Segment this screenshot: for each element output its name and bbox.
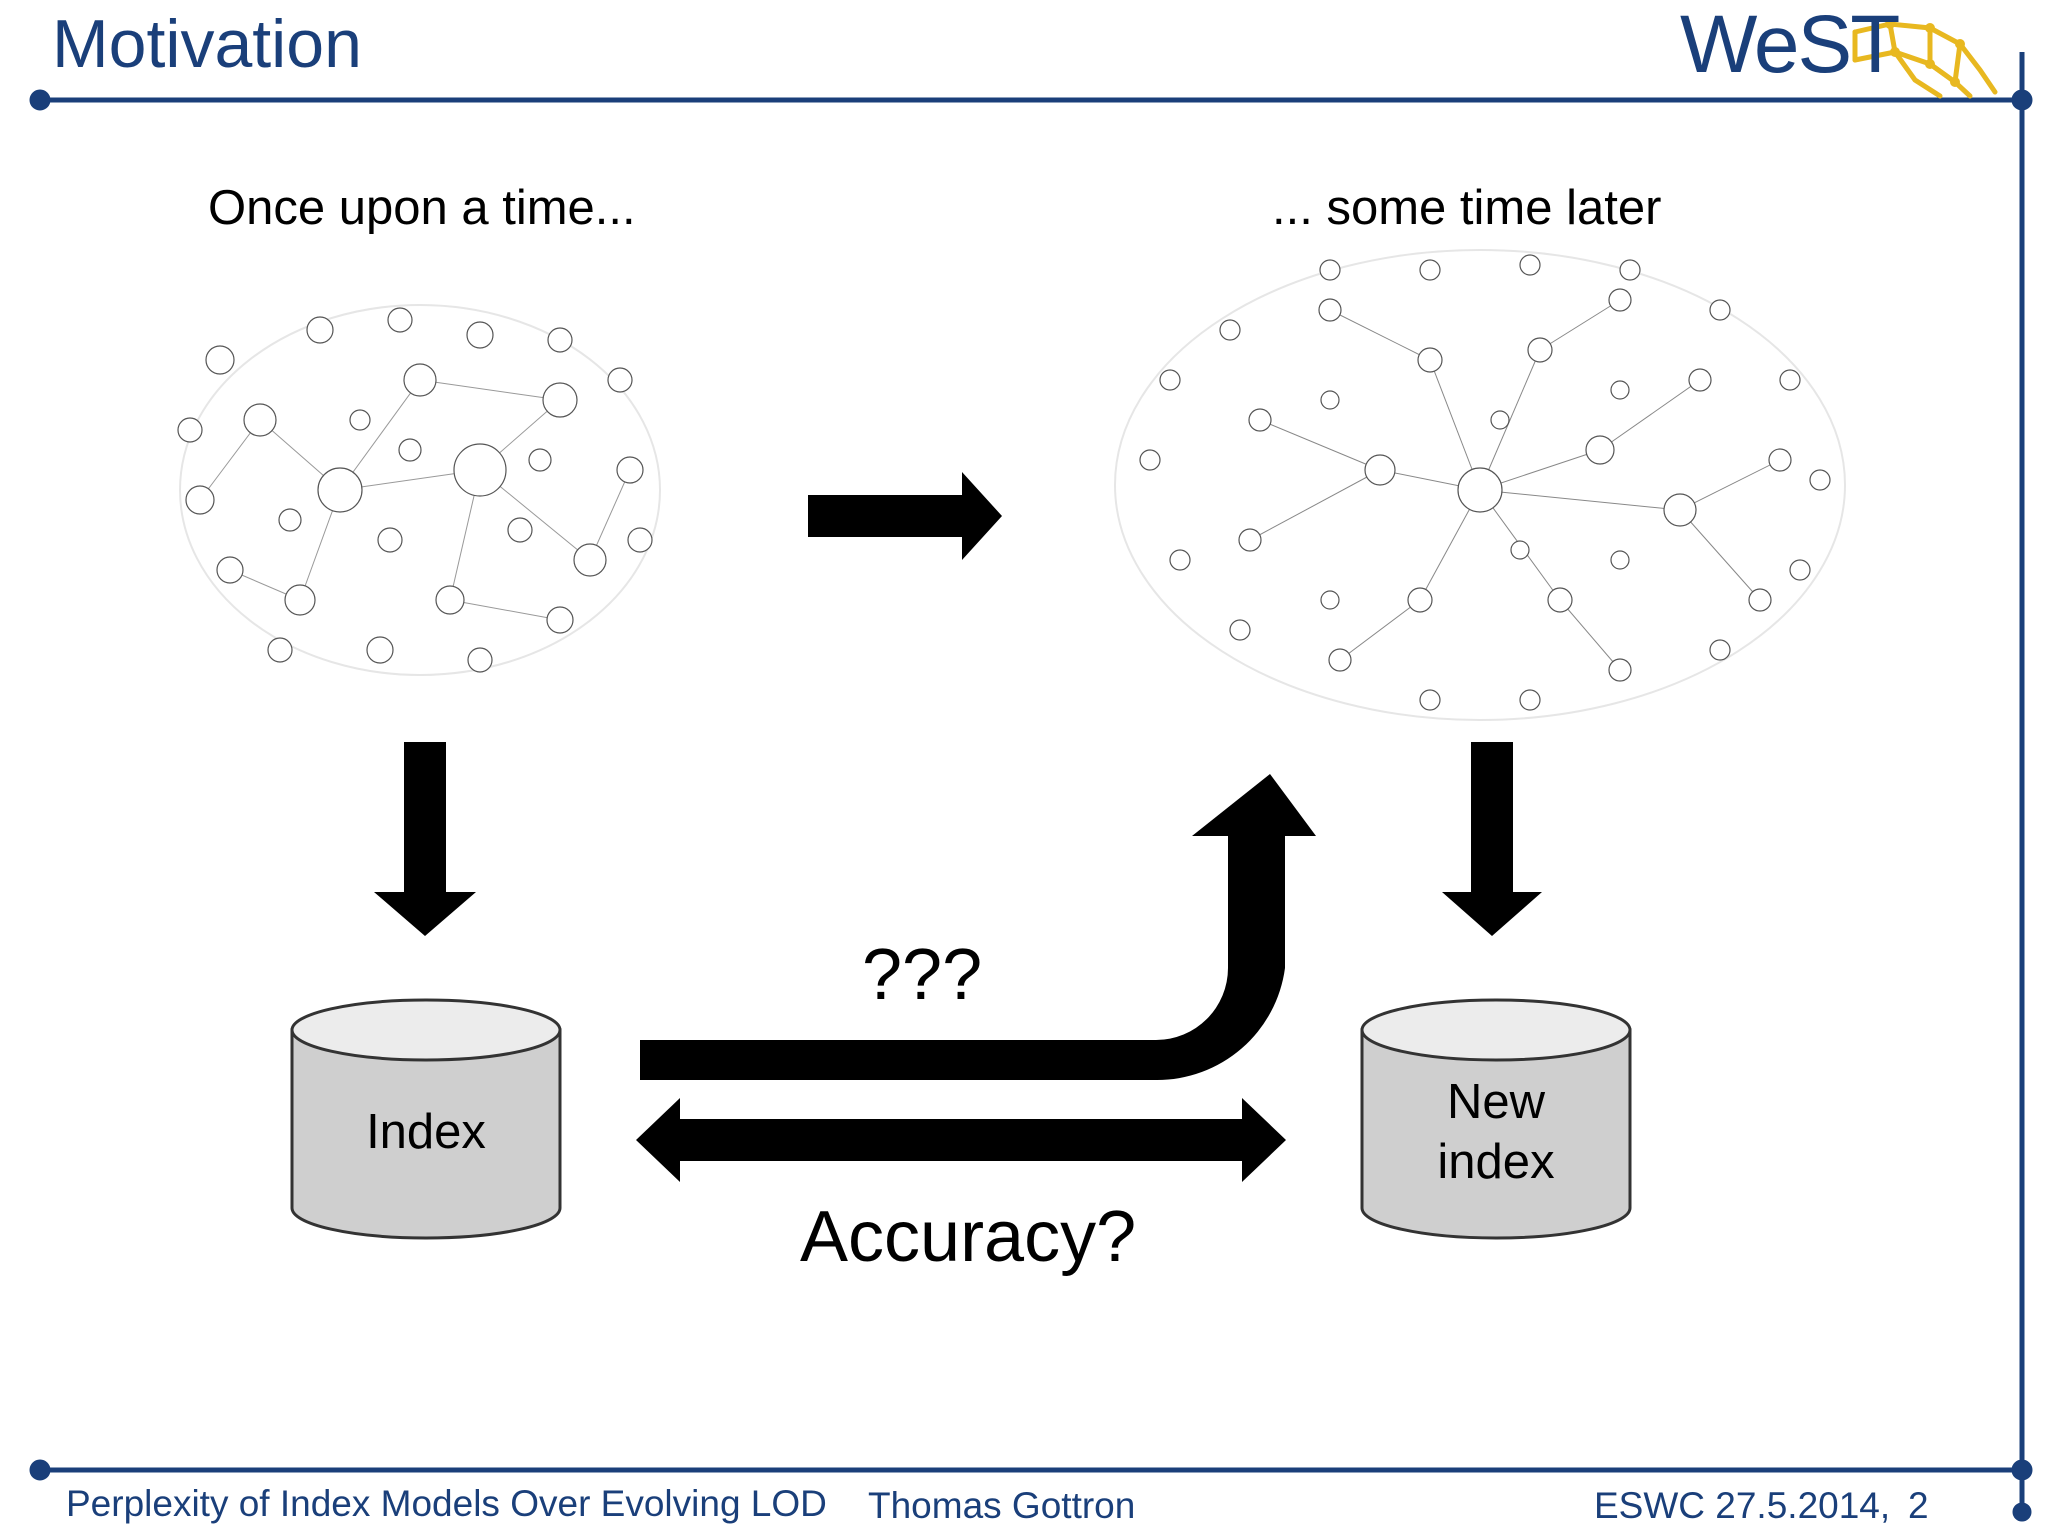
footer-author: Thomas Gottron — [868, 1485, 1136, 1526]
footer-talk-title: Perplexity of Index Models Over Evolving… — [66, 1483, 827, 1524]
arrow-double-horizontal — [636, 1098, 1286, 1182]
arrow-down-right — [1442, 742, 1542, 936]
question-marks-label: ??? — [862, 935, 983, 1015]
cylinder-new-index — [1360, 998, 1632, 1240]
header-rule-dot-right — [2011, 89, 2033, 111]
accuracy-label: Accuracy? — [800, 1197, 1137, 1277]
footer-rule-dot-right — [2011, 1459, 2033, 1481]
new-index-label-line2: index — [1437, 1135, 1555, 1189]
arrow-curved-up — [640, 774, 1316, 1081]
footer-event-date: ESWC 27.5.2014, — [1594, 1485, 1891, 1526]
caption-some-time-later: ... some time later — [1272, 181, 1662, 235]
arrow-down-left — [374, 742, 476, 936]
footer-rule-dot-left — [29, 1459, 51, 1481]
header-rule-dot-left — [29, 89, 51, 111]
right-rule-dot-bottom — [2012, 1502, 2032, 1522]
west-logo: WeST — [1680, 0, 1900, 90]
lod-cloud-small-illustration — [177, 304, 661, 676]
arrow-right — [808, 472, 1002, 560]
slide-title: Motivation — [52, 6, 362, 82]
cylinder-index — [290, 998, 562, 1240]
index-label: Index — [366, 1105, 486, 1159]
caption-once-upon-a-time: Once upon a time... — [208, 181, 636, 235]
new-index-label-line1: New — [1446, 1075, 1546, 1129]
lod-cloud-large-illustration — [1114, 249, 1846, 721]
footer-page-number: 2 — [1908, 1485, 1929, 1526]
new-index-label: New index — [1362, 1072, 1630, 1192]
